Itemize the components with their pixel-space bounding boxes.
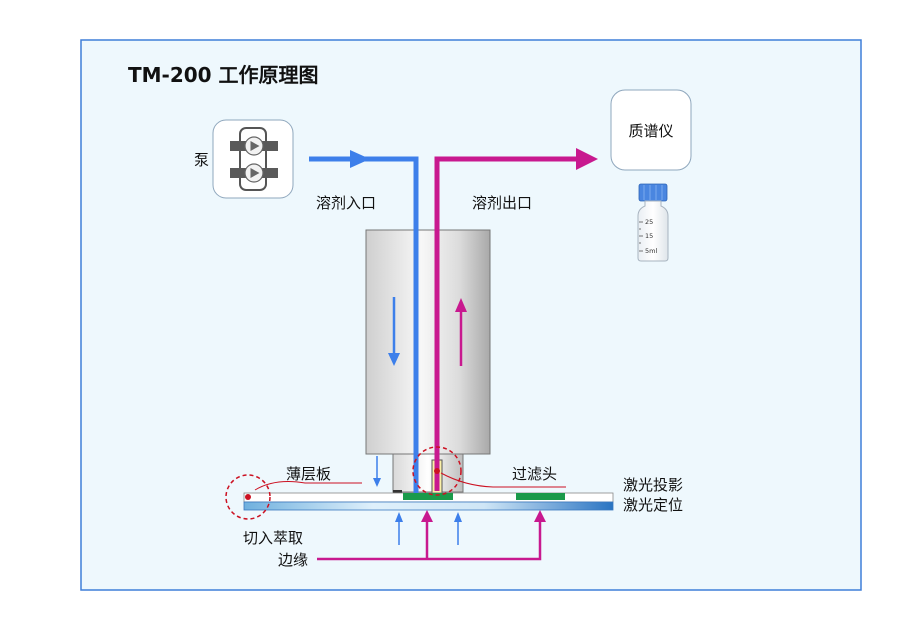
- tlc-plate-label: 薄层板: [286, 465, 331, 483]
- probe-tip: [392, 453, 464, 493]
- laser-positioning-label: 激光定位: [623, 496, 683, 514]
- vial-body: [637, 200, 669, 262]
- mass-spec-box: [610, 89, 692, 171]
- inlet-arrow-icon: [350, 150, 370, 168]
- tlc-plate-base: [243, 501, 614, 511]
- extraction-spot: [403, 493, 453, 500]
- diagram-title: TM-200 工作原理图: [128, 63, 319, 87]
- solvent-inlet-label: 溶剂入口: [316, 194, 376, 212]
- sample-vial: 25 15 5ml: [637, 183, 669, 262]
- target-spot: [516, 493, 565, 500]
- vial-tick-5ml: 5ml: [645, 247, 657, 255]
- vial-tick-25: 25: [645, 218, 653, 226]
- solvent-inlet-line: [309, 156, 419, 493]
- solvent-outlet-line: [434, 156, 578, 491]
- laser-feed-line: [317, 520, 542, 561]
- mass-spec-label: 质谱仪: [628, 122, 673, 140]
- vial-cap: [638, 183, 668, 202]
- outlet-arrow-icon: [576, 148, 598, 170]
- pump-label: 泵: [194, 151, 209, 169]
- laser-projection-label: 激光投影: [623, 476, 683, 494]
- filter-highlight-circle: [412, 446, 462, 496]
- edge-highlight-circle: [225, 474, 271, 520]
- cut-extract-label-2: 边缘: [278, 551, 308, 569]
- pump: [212, 119, 294, 199]
- up-arrow-icon: [455, 298, 467, 312]
- vial-tick-15: 15: [645, 232, 653, 240]
- probe-tip-foot-left: [393, 490, 402, 494]
- filter-head-label: 过滤头: [512, 465, 557, 483]
- solvent-outlet-label: 溶剂出口: [472, 194, 532, 212]
- cut-extract-label-1: 切入萃取: [243, 529, 303, 547]
- down-arrow-icon: [388, 353, 400, 366]
- probe-body: [365, 229, 491, 455]
